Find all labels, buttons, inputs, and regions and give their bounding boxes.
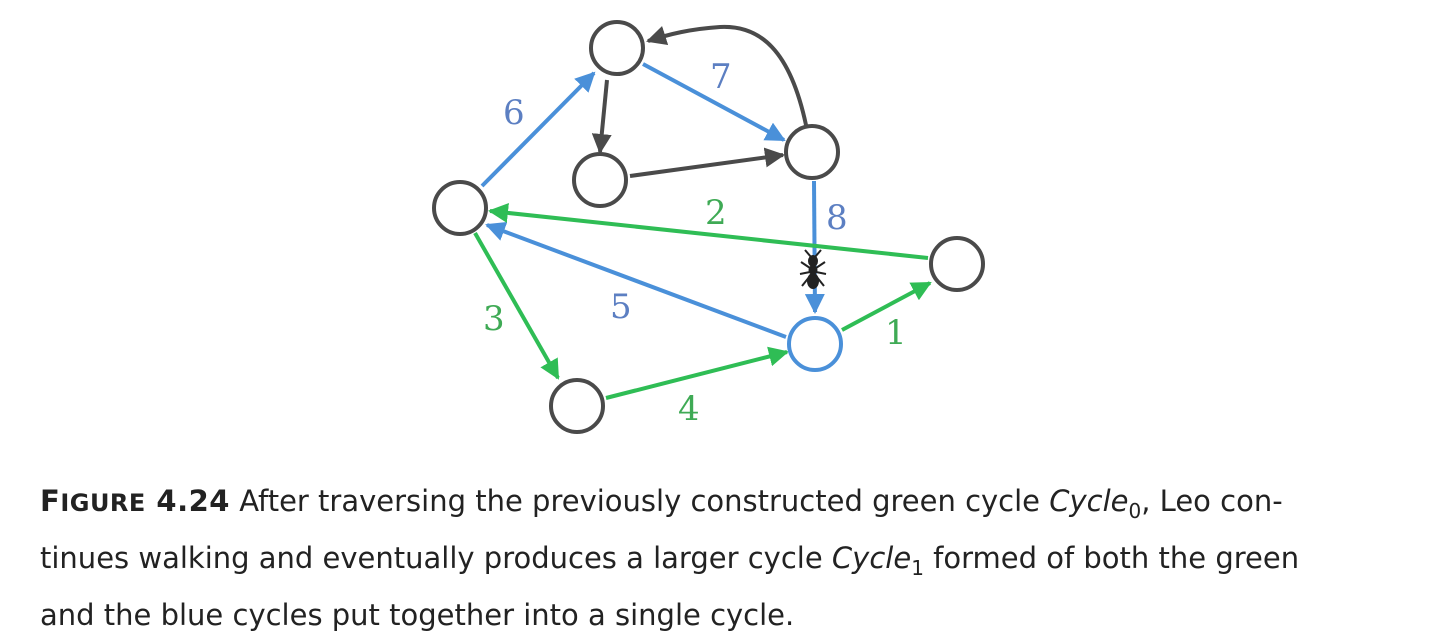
caption-line-1: FIGURE 4.24 After traversing the previou… xyxy=(40,478,1410,535)
node-mid xyxy=(572,152,628,208)
caption-tail-2: formed of both the green xyxy=(933,540,1300,575)
node-center-bottom xyxy=(787,316,843,372)
figure-caption: FIGURE 4.24 After traversing the previou… xyxy=(40,478,1410,639)
cycle0-word: Cycle xyxy=(1049,484,1129,518)
edge-label-2: 2 xyxy=(705,193,727,233)
node-left xyxy=(432,180,488,236)
caption-line-3: and the blue cycles put together into a … xyxy=(40,592,1410,639)
edge-label-1: 1 xyxy=(885,313,907,353)
edge-center-bottom-to-far-right-1 xyxy=(841,281,932,332)
node-bottom-left xyxy=(549,378,605,434)
edge-label-7: 7 xyxy=(710,57,732,97)
edge-left-to-bottom-left-3 xyxy=(473,232,560,380)
caption-text-3: and the blue cycles put together into a … xyxy=(40,597,795,632)
graph-diagram: 7 6 8 5 1 2 3 4 xyxy=(432,20,985,434)
edge-label-6: 6 xyxy=(503,93,525,133)
figure-label: FIGURE 4.24 xyxy=(40,484,230,518)
edge-label-8: 8 xyxy=(826,198,848,238)
figure-label-first: F xyxy=(40,484,61,518)
figure-number: 4.24 xyxy=(156,484,230,518)
edge-label-3: 3 xyxy=(483,299,505,339)
caption-tail-1: , Leo con- xyxy=(1141,484,1283,518)
cycle0-sub: 0 xyxy=(1128,498,1142,523)
figure-label-rest: IGURE xyxy=(60,489,146,517)
edge-right-upper-to-top xyxy=(646,24,808,126)
edge-top-to-mid xyxy=(591,79,612,154)
edge-center-bottom-to-left-5 xyxy=(485,221,787,339)
edge-label-4: 4 xyxy=(678,389,700,429)
edge-top-to-right-upper-7 xyxy=(642,62,786,142)
caption-line-2: tinues walking and eventually produces a… xyxy=(40,535,1410,592)
cycle1-word: Cycle xyxy=(831,540,912,575)
caption-text-2: tinues walking and eventually produces a… xyxy=(40,540,823,575)
edge-label-5: 5 xyxy=(610,287,632,327)
node-far-right xyxy=(929,236,985,292)
node-top xyxy=(589,20,645,76)
ant-icon xyxy=(799,249,827,289)
caption-text-1: After traversing the previously construc… xyxy=(239,484,1041,518)
edge-left-to-top-6 xyxy=(480,71,596,188)
edge-far-right-to-left-2 xyxy=(488,202,929,260)
edge-bottom-left-to-center-bottom-4 xyxy=(605,346,789,400)
cycle1-sub: 1 xyxy=(911,555,924,580)
node-right-upper xyxy=(784,124,840,180)
edge-mid-to-right-upper xyxy=(629,147,785,178)
